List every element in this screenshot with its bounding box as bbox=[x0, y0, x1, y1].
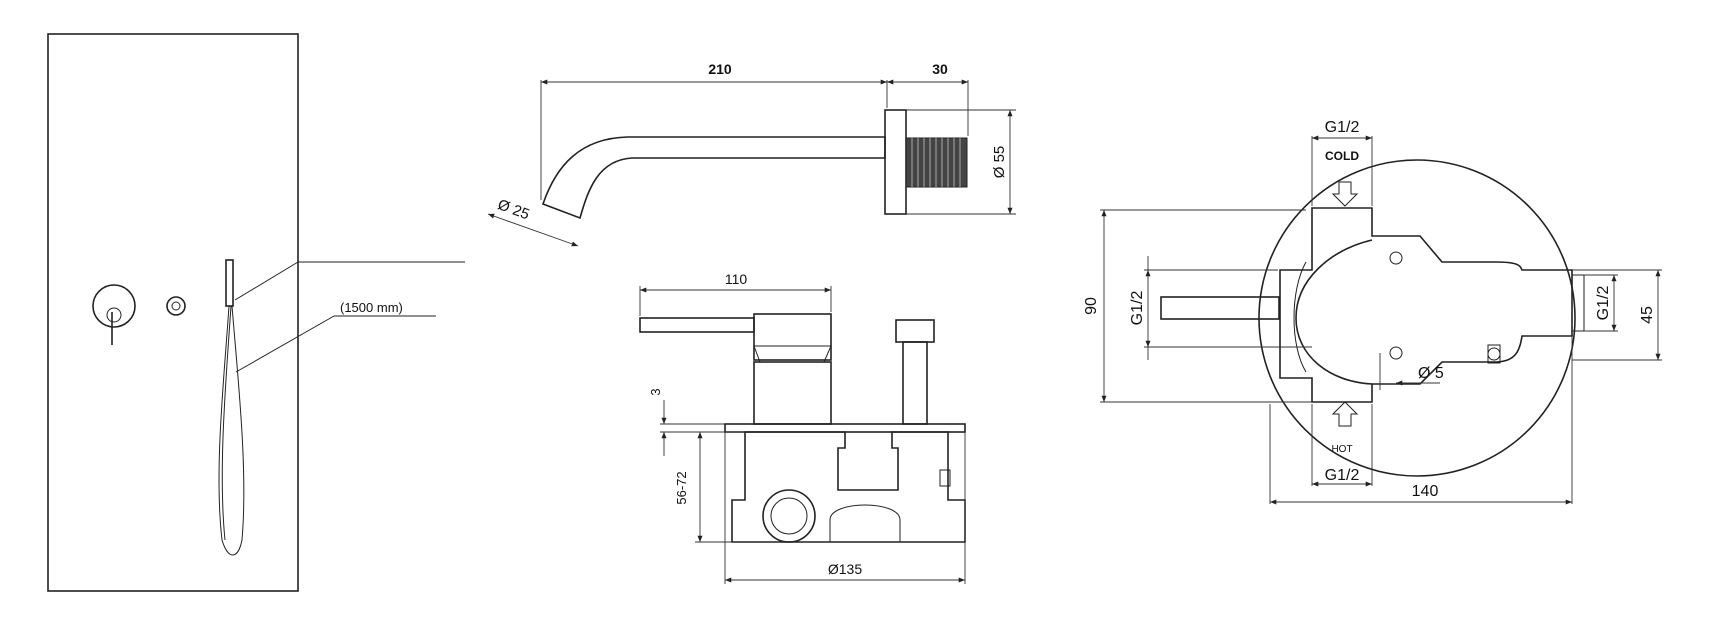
hot-arrow-icon bbox=[1331, 401, 1359, 427]
diverter-stem bbox=[902, 341, 928, 425]
spout-view: 210 30 Ø 55 Ø 25 bbox=[487, 61, 1016, 247]
spout-outlet-diameter-label: Ø 25 bbox=[495, 196, 531, 223]
depth-range-label: 56-72 bbox=[674, 471, 689, 504]
cover-plate-circle bbox=[1258, 159, 1576, 477]
cover-plate bbox=[724, 423, 966, 433]
front-lever bbox=[1160, 296, 1280, 320]
cold-arrow-icon bbox=[1331, 181, 1359, 207]
mixer-body-front bbox=[1279, 207, 1573, 403]
spout-plate-diameter-label: Ø 55 bbox=[991, 146, 1008, 179]
mixer-body bbox=[731, 431, 966, 543]
spout-body bbox=[541, 136, 886, 220]
wall-panel bbox=[47, 33, 299, 592]
cold-label: COLD bbox=[1325, 149, 1359, 163]
width-label: 140 bbox=[1412, 483, 1439, 500]
mount-hole-bottom-left bbox=[1389, 346, 1403, 360]
body-diameter-label: Ø135 bbox=[828, 561, 862, 577]
hose-length-label: (1500 mm) bbox=[340, 300, 403, 315]
spout-plate-label: 30 bbox=[932, 61, 948, 77]
right-thread-label: G1/2 bbox=[1595, 286, 1612, 321]
leader-line-shower bbox=[234, 261, 299, 301]
hand-shower-icon bbox=[218, 259, 245, 556]
inner-height-label: 45 bbox=[1639, 306, 1656, 324]
mixer-front-view: G1/2 COLD HOT G1/2 G1/2 90 G1/2 45 140 bbox=[1083, 119, 1662, 505]
mixer-plate-icon bbox=[92, 284, 136, 345]
mixer-handle-top bbox=[753, 313, 832, 361]
mixer-width-label: 110 bbox=[725, 271, 748, 287]
wall-outlet-icon bbox=[166, 296, 186, 316]
hot-label: HOT bbox=[1331, 444, 1352, 455]
mount-hole-right bbox=[1487, 347, 1501, 361]
left-thread-label: G1/2 bbox=[1129, 291, 1146, 326]
mixer-handle-body bbox=[753, 361, 832, 425]
spout-length-label: 210 bbox=[708, 61, 732, 77]
mixer-side-view: 110 3 56-72 Ø135 bbox=[639, 271, 966, 584]
plate-thickness-label: 3 bbox=[648, 388, 663, 395]
bottom-thread-label: G1/2 bbox=[1325, 467, 1360, 484]
mixer-inlet-ring bbox=[762, 489, 816, 543]
spout-wall-plate bbox=[884, 109, 907, 215]
mount-hole-top-left bbox=[1389, 251, 1403, 265]
diverter-knob bbox=[895, 319, 935, 343]
height-label: 90 bbox=[1083, 297, 1100, 315]
wall-view: (1500 mm) bbox=[47, 33, 465, 592]
top-thread-label: G1/2 bbox=[1325, 119, 1360, 136]
hole-diameter-label: Ø 5 bbox=[1418, 365, 1444, 382]
cartridge-hub bbox=[1295, 239, 1373, 385]
mixer-lever bbox=[639, 317, 755, 333]
leader-line-hose bbox=[235, 315, 335, 373]
